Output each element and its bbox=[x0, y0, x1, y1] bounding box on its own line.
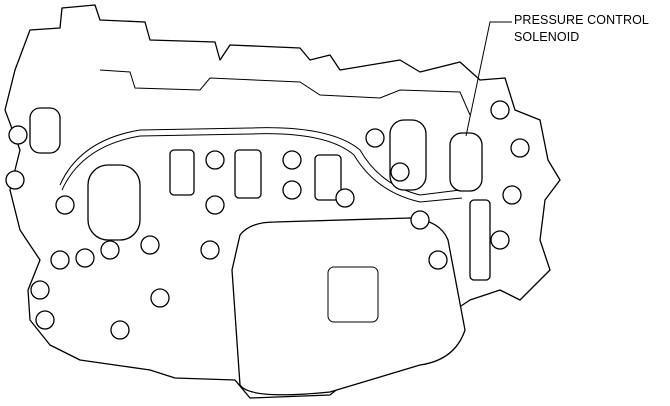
pressure-control-solenoid bbox=[449, 132, 483, 192]
callout-line-1: PRESSURE CONTROL bbox=[514, 13, 649, 27]
bolt-icon bbox=[8, 125, 28, 145]
bolt-icon bbox=[205, 150, 225, 170]
bolt-icon bbox=[150, 288, 170, 308]
bolt-icon bbox=[365, 128, 385, 148]
upper-ridge bbox=[99, 69, 471, 116]
bolt-icon bbox=[510, 138, 530, 158]
bolt-icon bbox=[75, 248, 95, 268]
bolt-icon bbox=[110, 320, 130, 340]
bolt-icon bbox=[410, 210, 430, 230]
bolt-icon bbox=[282, 180, 302, 200]
callout-line-2: SOLENOID bbox=[514, 30, 580, 44]
strainer-window bbox=[327, 266, 379, 323]
bolt-icon bbox=[30, 280, 50, 300]
bolt-icon bbox=[50, 250, 70, 270]
bolt-icon bbox=[35, 310, 55, 330]
bolt-icon bbox=[200, 240, 220, 260]
bolt-icon bbox=[100, 240, 120, 260]
bolt-icon bbox=[502, 185, 522, 205]
bolt-icon bbox=[428, 250, 448, 270]
solenoids bbox=[29, 107, 491, 281]
bolt-icon bbox=[490, 100, 510, 120]
bolt-icon bbox=[490, 230, 510, 250]
callout-pressure-control-solenoid: PRESSURE CONTROL SOLENOID bbox=[514, 12, 649, 46]
bolt-icon bbox=[55, 195, 75, 215]
callout-leader-line bbox=[465, 21, 512, 137]
bolt-icon bbox=[282, 150, 302, 170]
wire-harness bbox=[59, 127, 476, 196]
oil-strainer bbox=[231, 217, 466, 396]
bolt-icon bbox=[205, 195, 225, 215]
bolt-icon bbox=[140, 235, 160, 255]
bolt-icon bbox=[390, 162, 410, 182]
bolt-icon bbox=[335, 188, 355, 208]
bolts bbox=[5, 100, 530, 340]
bolt-icon bbox=[5, 170, 25, 190]
